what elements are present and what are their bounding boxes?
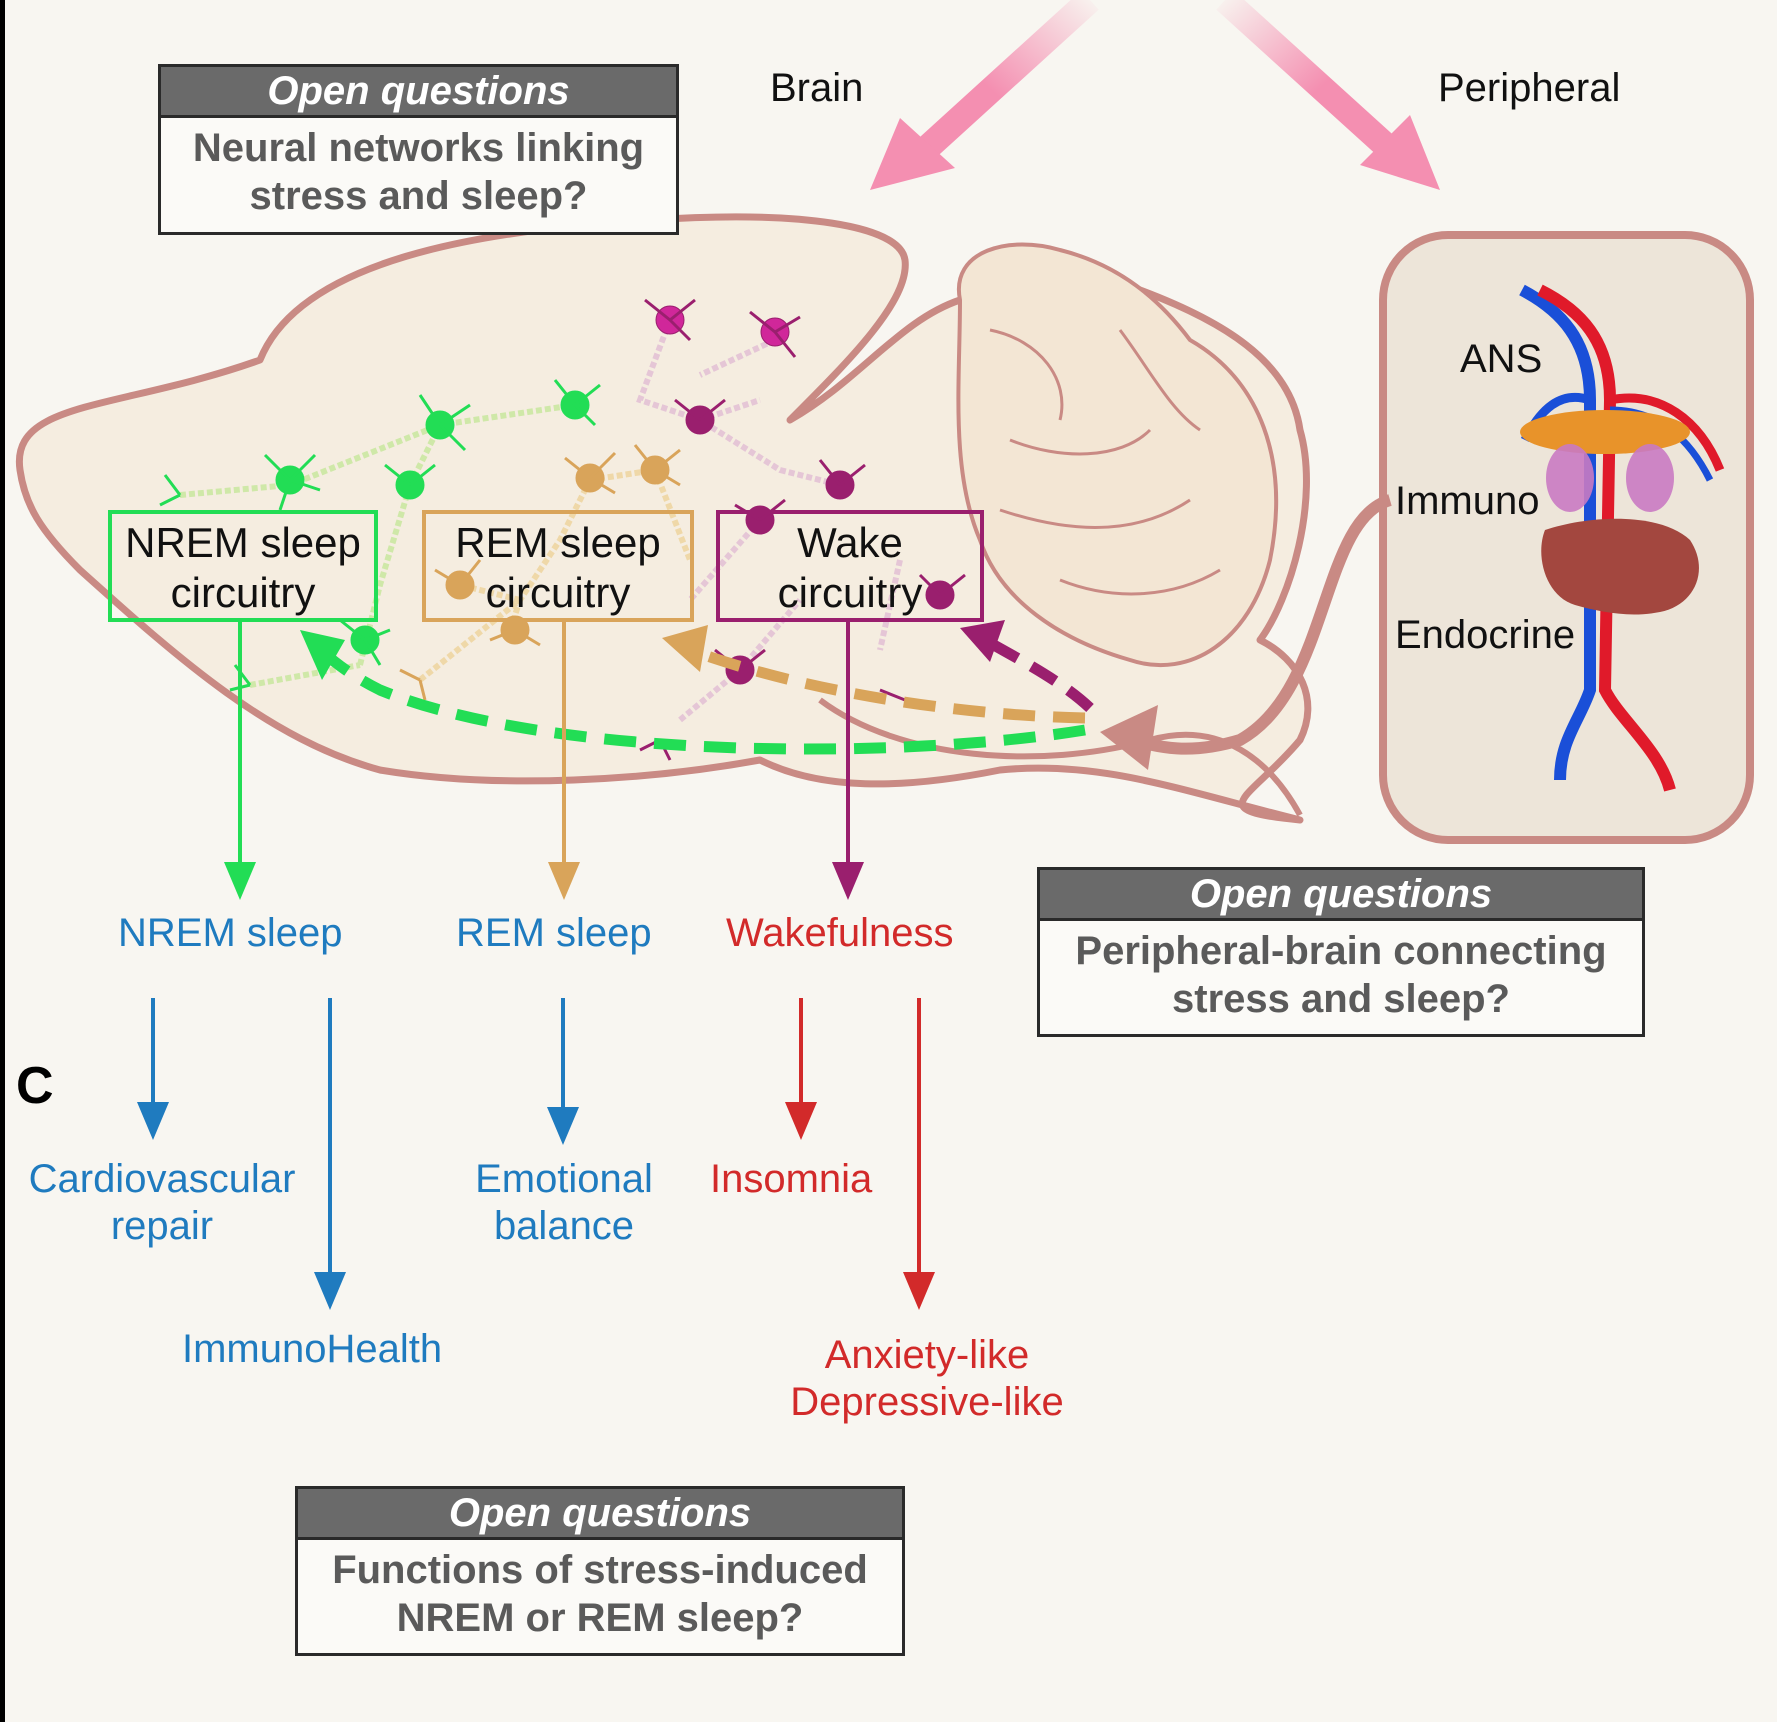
rem-feedback-arrow (662, 625, 1086, 724)
open-questions-text: Peripheral-brain connecting stress and s… (1075, 929, 1607, 1021)
rem-circuitry-box: REM sleep circuitry (422, 510, 694, 622)
arrow-to-cardiovascular (137, 998, 169, 1140)
open-questions-box-functions: Open questions Functions of stress-induc… (295, 1486, 905, 1656)
ans-label: ANS (1460, 337, 1543, 381)
panel-letter-c: C (16, 1057, 54, 1115)
anxiety-depressive-label: Anxiety-like Depressive-like (790, 1333, 1064, 1424)
immuno-label: Immuno (1395, 479, 1540, 523)
cardiovascular-repair-label: Cardiovascular repair (28, 1157, 296, 1248)
left-edge-bar (0, 0, 5, 1722)
nrem-sleep-state-label: NREM sleep (118, 911, 343, 955)
open-questions-text: Functions of stress-induced NREM or REM … (332, 1548, 868, 1640)
rem-sleep-state-label: REM sleep (456, 911, 652, 955)
emotional-balance-label: Emotional balance (475, 1157, 653, 1248)
nrem-circuitry-box: NREM sleep circuitry (108, 510, 378, 622)
peripheral-to-brain-arrow (1100, 494, 1393, 770)
insomnia-label: Insomnia (710, 1157, 873, 1201)
arrow-to-anxiety (903, 998, 935, 1310)
brain-label: Brain (770, 66, 864, 110)
wake-down-arrow (832, 620, 864, 900)
arrow-to-insomnia (785, 998, 817, 1140)
open-questions-heading: Open questions (298, 1489, 902, 1540)
arrow-to-immunohealth (314, 998, 346, 1310)
peripheral-label: Peripheral (1438, 66, 1621, 110)
immunohealth-label: ImmunoHealth (182, 1327, 443, 1371)
open-questions-box-networks: Open questions Neural networks linking s… (158, 64, 679, 235)
nrem-down-arrow (224, 620, 256, 900)
rem-down-arrow (548, 620, 580, 900)
wake-circuitry-box: Wake circuitry (716, 510, 984, 622)
open-questions-heading: Open questions (161, 67, 676, 118)
wake-neuron-network (636, 298, 966, 761)
cerebellum (956, 242, 1278, 667)
nrem-neuron-network (159, 379, 601, 692)
open-questions-heading: Open questions (1040, 870, 1642, 921)
pink-arrow-to-brain (870, 0, 1099, 190)
liver-illustration (1541, 518, 1699, 615)
pink-arrow-to-peripheral (1216, 0, 1440, 190)
open-questions-text: Neural networks linking stress and sleep… (192, 126, 645, 218)
wakefulness-state-label: Wakefulness (726, 911, 954, 955)
open-questions-box-peripheral: Open questions Peripheral-brain connecti… (1037, 867, 1645, 1037)
nrem-feedback-arrow (300, 630, 1086, 755)
endocrine-label: Endocrine (1395, 613, 1576, 657)
kidneys-illustration (1520, 410, 1690, 512)
arrow-to-emotional (547, 998, 579, 1145)
wake-feedback-arrow (960, 620, 1094, 713)
rem-neuron-network (399, 444, 693, 701)
